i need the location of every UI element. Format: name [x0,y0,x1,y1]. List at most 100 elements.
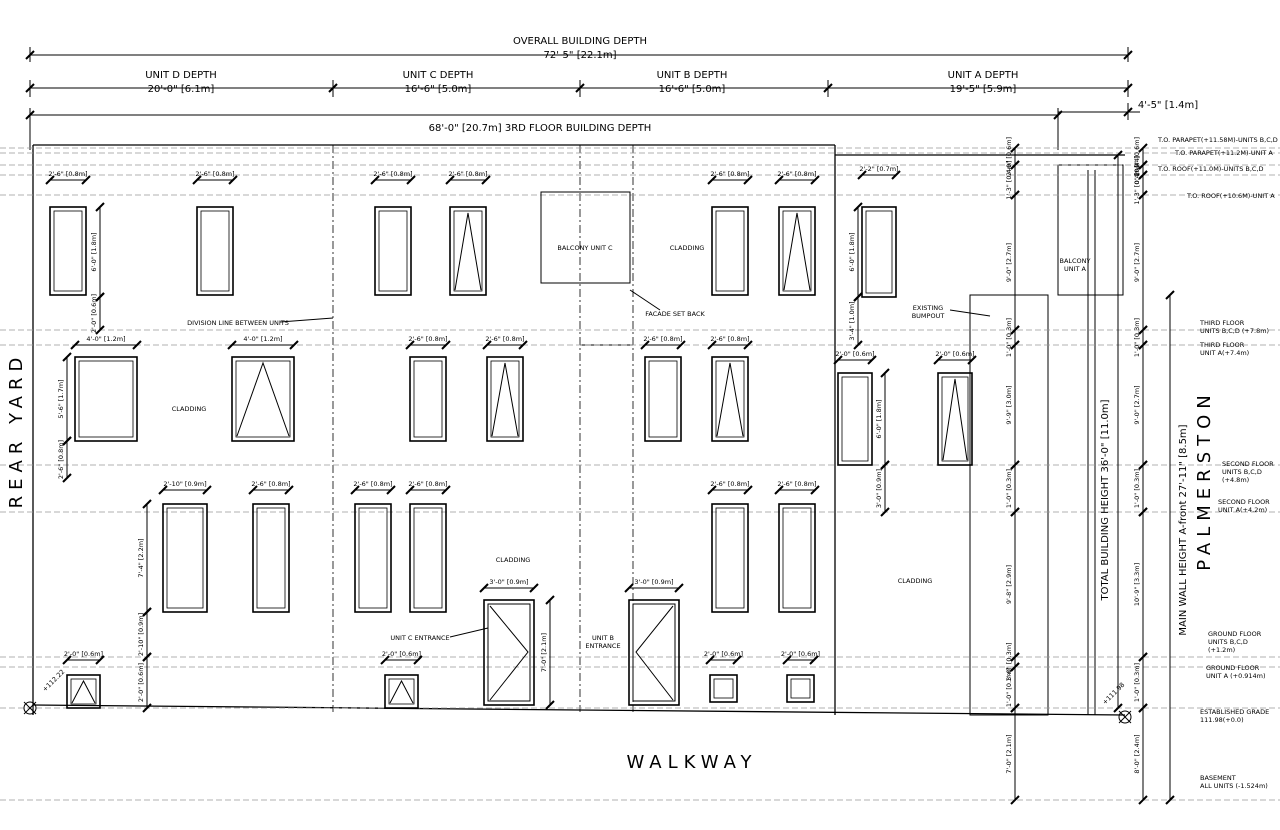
dim-tick [405,485,415,495]
dim-tick [1138,160,1148,170]
window-1 [196,206,234,296]
window-16-inner [715,507,745,609]
total-height-label: TOTAL BUILDING HEIGHT 36'-0" [11.0m] [1100,399,1111,601]
window-3-inner [453,210,483,292]
window-width-dim-20-label: 2'-0" [0.6m] [704,650,743,658]
front-chain-9-label: 8'-0" [2.4m] [1133,734,1141,773]
dim-tick [967,355,977,365]
right-chain-4-label: 9'-9" [3.0m] [1005,385,1013,424]
right-chain-7-label: 1'-0" [0.3m] [1005,642,1013,681]
basement-window-c [384,674,419,709]
dim-tick [284,485,294,495]
dim-tick [482,340,492,350]
elev-third-bcd-line: THIRD FLOOR [1199,319,1245,327]
window-width-dim-26-label: 3'-0" [0.9m] [634,578,673,586]
elev-basement-line: BASEMENT [1200,774,1236,782]
line [23,701,37,715]
dim-tick [1010,703,1020,713]
grade-left-label: +112.22 [41,668,67,694]
window-5 [778,206,816,296]
window-width-dim-11-label: 2'-6" [0.8m] [710,335,749,343]
cladding-note-a: CLADDING [898,577,933,585]
window-6 [74,356,138,442]
dim-tick [857,170,867,180]
dim-tick [95,292,105,302]
dim-tick [743,485,753,495]
dim-tick [545,595,555,605]
dim-tick [405,340,415,350]
dim-tick [1138,340,1148,350]
unit-b-entrance-note-line: UNIT B [592,634,614,642]
dim-tick [445,175,455,185]
basement-window-b2-inner [790,678,811,699]
unit-d-value: 20'-0" [6.1m] [148,84,215,95]
elev-parapet-a: T.O. PARAPET(+11.2M)-UNIT A [1174,149,1273,157]
dim-tick [1138,795,1148,805]
overall-depth-value: 72'-5" [22.1m] [543,50,616,61]
dim-tick [707,485,717,495]
walkway-label: WALKWAY [626,752,757,773]
dim-tick [545,700,555,710]
right-chain-6-label: 9'-8" [2.9m] [1005,565,1013,604]
window-width-dim-19-label: 2'-0" [0.6m] [382,650,421,658]
elev-grade-line: ESTABLISHED GRADE [1200,708,1269,716]
basement-window-c-swing [389,679,414,704]
window-5-inner [782,210,812,292]
elev-third-a-line: UNIT A(+7.4m) [1200,349,1249,357]
elev-second-bcd-line: SECOND FLOOR [1222,460,1274,468]
window-5-swing [783,212,811,291]
window-10 [644,356,682,442]
vdim-h-label: 7'-0" [2.1m] [540,633,548,672]
dim-tick [743,175,753,185]
window-11-swing [716,362,744,437]
window-12-inner [166,507,204,609]
basement-window-d [66,674,101,709]
dim-tick [774,175,784,185]
window-width-dim-9-label: 2'-6" [0.8m] [485,335,524,343]
dim-tick [640,340,650,350]
window-width-dim-5-label: 2'-6" [0.8m] [777,170,816,178]
dim-tick [1010,795,1020,805]
dim-tick [1010,143,1020,153]
window-20 [937,372,973,466]
window-13-inner [256,507,286,609]
bumpout-label-line: EXISTING [913,304,943,312]
balcony-a-label-line: UNIT A [1064,265,1087,273]
vdim-c-label: 5'-6" [1.7m] [57,379,65,418]
dim-tick [386,485,396,495]
balcony-c-box [540,191,631,284]
vdim-b-label: 2'-0" [0.6m] [90,294,98,333]
dim-tick [81,175,91,185]
balcony-c-label: BALCONY UNIT C [557,244,613,252]
dim-tick [1010,662,1020,672]
unit-a-value: 19'-5" [5.9m] [950,84,1017,95]
dim-tick [933,355,943,365]
unit-c-door-swing [489,605,529,701]
basement-window-d-swing [71,679,96,704]
dim-tick [441,340,451,350]
window-width-dim-15-label: 2'-6" [0.8m] [408,480,447,488]
window-19 [837,372,873,466]
window-11-inner [715,360,745,438]
right-chain-5-label: 1'-0" [0.3m] [1005,469,1013,508]
dim-tick [479,583,489,593]
window-0-inner [53,210,83,292]
dim-tick [1138,652,1148,662]
basement-window-d-inner [70,678,97,705]
unit-c-title: UNIT C DEPTH [403,70,474,81]
dim-tick [705,655,715,665]
window-13 [252,503,290,613]
right-chain-3-label: 1'-0" [0.3m] [1005,318,1013,357]
dim-tick [880,460,890,470]
window-width-dim-12-label: 2'-10" [0.9m] [163,480,206,488]
window-width-dim-21-label: 2'-0" [0.6m] [781,650,820,658]
third-floor-depth-label: 68'-0" [20.7m] 3RD FLOOR BUILDING DEPTH [429,123,652,134]
grade-line [32,704,1126,716]
dim-tick [95,655,105,665]
dim-tick [192,175,202,185]
window-11 [711,356,749,442]
